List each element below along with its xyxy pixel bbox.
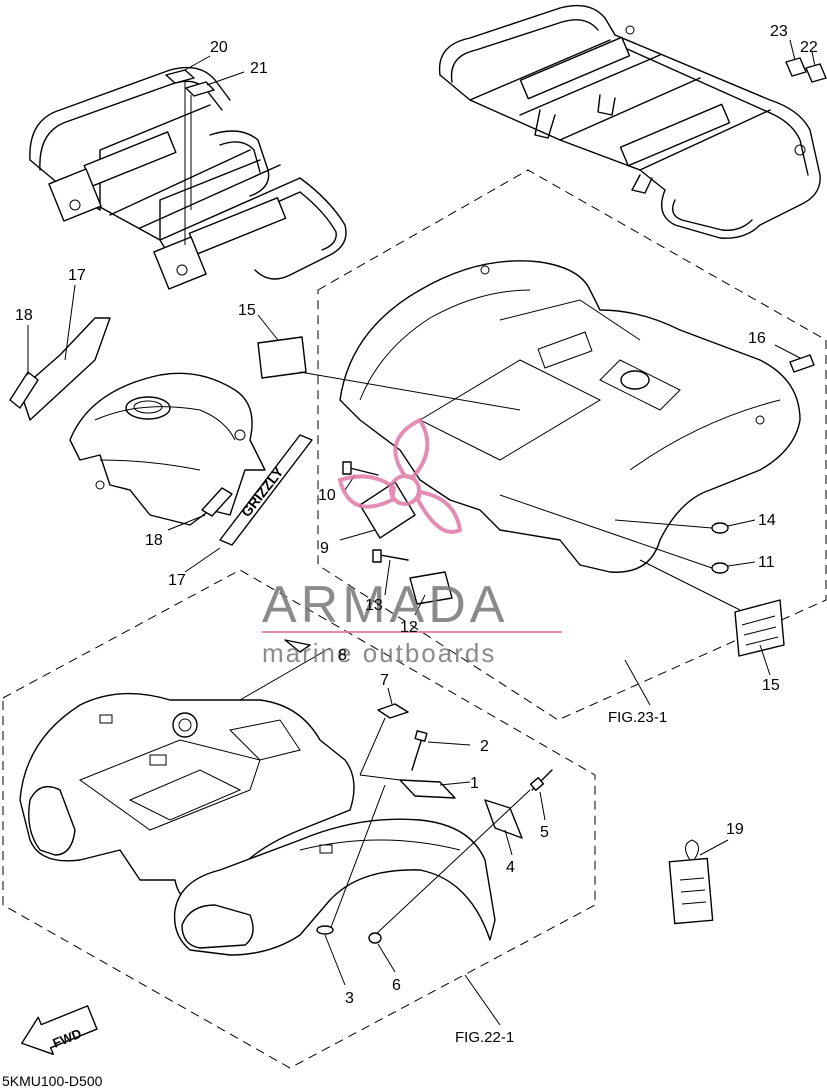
front-fender-panel — [69, 372, 266, 526]
decal-15a — [257, 336, 307, 379]
callout-17a: 17 — [68, 267, 86, 284]
decal-18a — [9, 371, 39, 409]
decal-15b — [734, 599, 785, 657]
callout-9: 9 — [320, 540, 329, 557]
washer-14 — [711, 522, 729, 534]
callout-3: 3 — [345, 990, 354, 1007]
forward-direction-arrow: FWD — [21, 1005, 98, 1055]
callout-12: 12 — [400, 619, 418, 636]
washer-6 — [368, 932, 382, 944]
decal-4 — [484, 799, 523, 839]
decal-7 — [377, 703, 409, 719]
fig22-group-boundary — [2, 569, 596, 1069]
rivet-2 — [411, 730, 428, 771]
decal-12 — [409, 571, 453, 605]
callout-8: 8 — [338, 647, 347, 664]
callout-23: 23 — [770, 23, 788, 40]
decal-8 — [284, 639, 311, 653]
rear-body-fender — [173, 818, 496, 956]
callout-18b: 18 — [145, 532, 163, 549]
callout-7: 7 — [380, 672, 389, 689]
rivet-13 — [372, 549, 409, 563]
fig23-group-boundary — [317, 169, 827, 721]
decal-22 — [805, 63, 827, 83]
callout-21: 21 — [250, 60, 268, 77]
callout-4: 4 — [506, 859, 515, 876]
callout-6: 6 — [392, 977, 401, 994]
callout-1: 1 — [470, 775, 479, 792]
rear-carrier-rack — [438, 4, 821, 239]
watermark-title: ARMADA — [262, 576, 508, 634]
callout-20: 20 — [210, 39, 228, 56]
callout-5: 5 — [540, 824, 549, 841]
propeller-logo — [337, 417, 463, 534]
callout-18a: 18 — [15, 307, 33, 324]
callout-16: 16 — [748, 330, 766, 347]
front-carrier-rack — [29, 66, 347, 290]
callout-15b: 15 — [762, 677, 780, 694]
rivet-10 — [342, 461, 379, 476]
callout-11: 11 — [758, 554, 775, 571]
diagram-code: 5KMU100-D500 — [2, 1073, 103, 1089]
rear-fender-assembly — [339, 260, 801, 573]
callout-22: 22 — [800, 39, 818, 56]
decal-1 — [399, 779, 456, 799]
rivet-5 — [529, 769, 553, 791]
tag-19 — [668, 839, 714, 925]
decal-16 — [789, 354, 815, 373]
washer-3 — [316, 925, 334, 935]
callout-19: 19 — [726, 821, 744, 838]
callout-14: 14 — [758, 512, 776, 529]
decal-20 — [165, 69, 195, 84]
decal-23 — [785, 57, 807, 77]
callout-13: 13 — [365, 597, 383, 614]
callout-15a: 15 — [238, 302, 256, 319]
washer-11 — [711, 562, 729, 574]
decal-18b — [201, 487, 233, 517]
fig-ref-22: FIG.22-1 — [455, 1029, 514, 1046]
front-body-panel — [19, 692, 355, 902]
decal-21 — [185, 81, 215, 97]
callout-2: 2 — [480, 738, 489, 755]
armada-watermark: ARMADA marine outboards — [262, 417, 562, 668]
callout-17b: 17 — [168, 572, 186, 589]
decal-9 — [359, 481, 416, 539]
watermark-subtitle: marine outboards — [262, 638, 496, 668]
callout-10: 10 — [318, 487, 336, 504]
fig-ref-23: FIG.23-1 — [608, 709, 667, 726]
